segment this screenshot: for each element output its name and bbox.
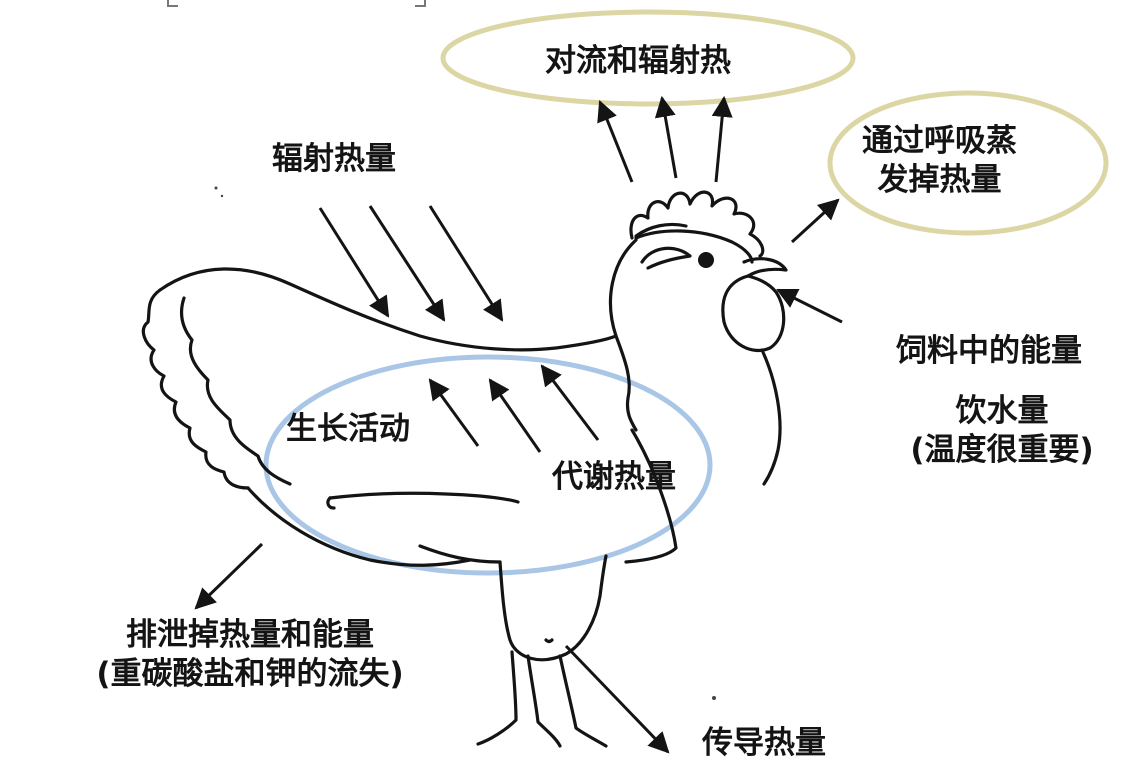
label-respiration-line-2: 发掉热量 — [877, 161, 1002, 198]
arrow-conduction — [564, 644, 670, 754]
label-growth: 生长活动 — [286, 411, 410, 447]
respiration-oval — [827, 90, 1109, 236]
thigh — [498, 554, 608, 662]
specks — [214, 186, 716, 700]
arrows — [194, 95, 843, 754]
arrow-metabolic-1 — [428, 378, 480, 447]
arrow-metabolic-3 — [540, 364, 600, 441]
beak — [742, 257, 788, 278]
left-leg — [476, 650, 518, 746]
label-metabolic-heat: 代谢热量 — [552, 459, 676, 495]
label-water-intake-line-2: (温度很重要) — [910, 431, 1094, 468]
wing — [328, 491, 520, 504]
arrow-metabolic-2 — [488, 378, 542, 453]
arrow-excretion — [194, 542, 264, 610]
label-respiration-line-1: 通过呼吸蒸 — [862, 123, 1017, 159]
arrow-breath — [790, 198, 840, 244]
belly — [246, 486, 472, 567]
label-excretion: 排泄掉热量和能量 (重碳酸盐和钾的流失) — [60, 616, 440, 694]
body-oval — [263, 354, 713, 576]
head-neck-back — [608, 238, 638, 432]
label-water-intake-line-1: 饮水量 — [955, 393, 1049, 429]
arrow-up-2 — [654, 95, 678, 179]
comb — [629, 190, 765, 258]
arrow-radiant-2 — [368, 205, 446, 322]
chest — [624, 428, 678, 564]
label-conduction: 传导热量 — [702, 725, 826, 761]
arrow-radiant-3 — [428, 205, 504, 322]
eye — [698, 252, 714, 268]
label-respiration: 通过呼吸蒸 发掉热量 — [862, 122, 1017, 200]
chicken-outline — [141, 190, 788, 748]
arrow-radiant-1 — [318, 207, 390, 318]
tail — [141, 288, 250, 490]
label-feed-energy: 饲料中的能量 — [896, 333, 1082, 369]
label-convection-radiation: 对流和辐射热 — [545, 43, 731, 79]
label-excretion-line-2: (重碳酸盐和钾的流失) — [96, 655, 404, 692]
arrow-feed — [776, 288, 843, 324]
right-leg — [558, 654, 608, 748]
arrow-up-3 — [711, 95, 733, 183]
label-excretion-line-1: 排泄掉热量和能量 — [126, 617, 374, 653]
wattle — [721, 274, 786, 353]
arrow-up-1 — [597, 100, 634, 183]
label-radiant-heat: 辐射热量 — [272, 141, 396, 177]
back — [158, 267, 618, 352]
top-crop-marks — [167, 0, 426, 7]
label-water-intake: 饮水量 (温度很重要) — [896, 392, 1108, 470]
head-neck-front — [634, 229, 754, 264]
convection-oval — [440, 9, 856, 107]
